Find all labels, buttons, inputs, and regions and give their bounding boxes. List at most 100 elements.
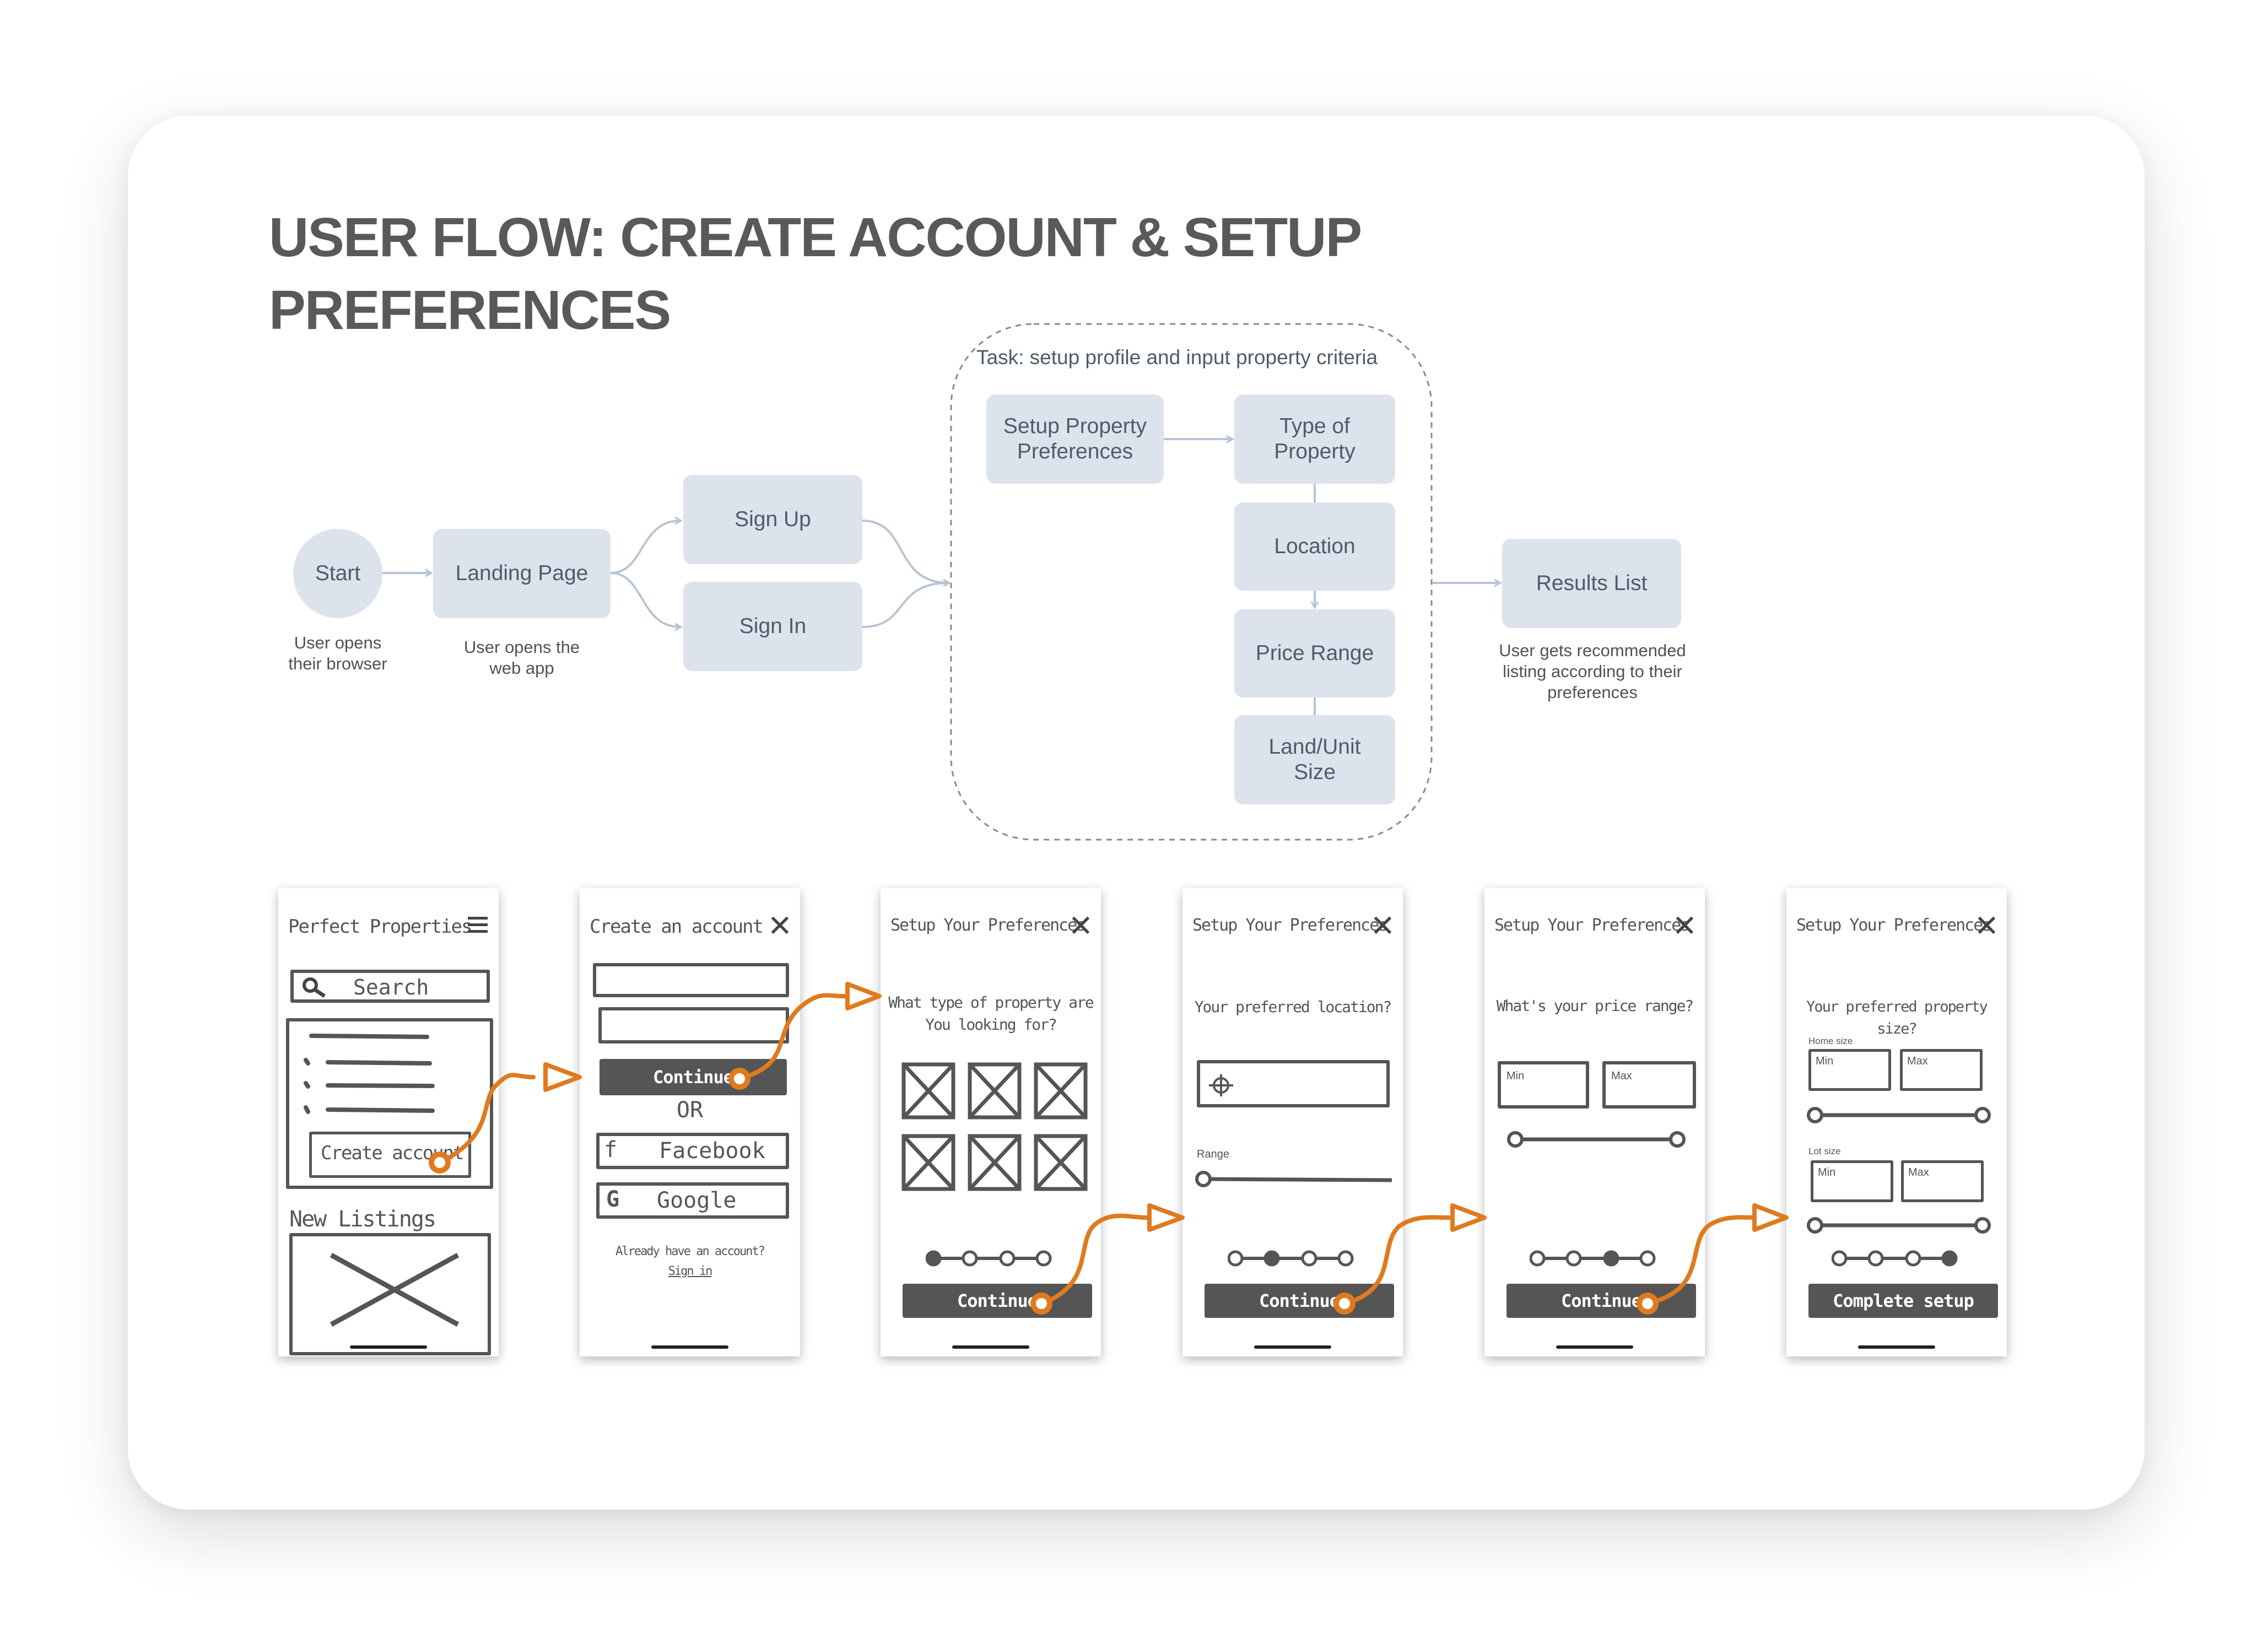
close-icon[interactable]: ✕ <box>1370 909 1395 943</box>
facebook-button[interactable]: f Facebook <box>596 1133 789 1169</box>
property-option <box>968 1134 1022 1191</box>
property-option <box>901 1062 955 1120</box>
max-label: Max <box>1611 1070 1632 1082</box>
step-indicator <box>926 1250 1052 1267</box>
property-option <box>1034 1062 1088 1120</box>
property-option <box>901 1134 955 1191</box>
caption-start: User opens their browser <box>259 632 417 674</box>
min-price-input[interactable]: Min <box>1498 1061 1589 1109</box>
max-price-input[interactable]: Max <box>1602 1061 1696 1109</box>
text-placeholder-lines <box>304 1034 435 1114</box>
google-button[interactable]: G Google <box>596 1182 789 1219</box>
lot-size-label: Lot size <box>1808 1146 1841 1156</box>
title-line-1: USER FLOW: CREATE ACCOUNT & SETUP <box>269 207 1362 268</box>
wireframe-property-size: Setup Your Preferences ✕ Your preferred … <box>1786 888 2007 1356</box>
screen-title: Setup Your Preferences <box>1192 916 1388 935</box>
property-option <box>1034 1134 1088 1191</box>
question: Your preferred location? <box>1194 998 1392 1016</box>
edge-signup-task <box>862 520 949 583</box>
home-indicator <box>1254 1345 1331 1349</box>
caption-landing-line-2: web app <box>489 658 554 678</box>
continue-button[interactable]: Continue <box>600 1059 787 1095</box>
step-indicator <box>1832 1250 1958 1267</box>
min-label: Min <box>1506 1070 1525 1082</box>
wireframe-location: Setup Your Preferences ✕ Your preferred … <box>1182 888 1403 1356</box>
image-placeholder-icon <box>330 1253 460 1327</box>
lot-size-min-input[interactable]: Min <box>1811 1160 1893 1202</box>
caption-landing: User opens the web app <box>433 637 611 679</box>
min-label: Min <box>1816 1055 1834 1067</box>
max-label: Max <box>1908 1166 1929 1178</box>
sign-in-link[interactable]: Sign in <box>668 1264 713 1278</box>
edge-signin-task <box>862 583 949 628</box>
search-placeholder: Search <box>353 975 429 999</box>
step-indicator <box>1530 1250 1656 1267</box>
caption-results-line-3: preferences <box>1547 683 1638 702</box>
max-label: Max <box>1907 1055 1928 1067</box>
property-type-grid[interactable] <box>901 1062 1089 1200</box>
node-price-range: Price Range <box>1234 609 1395 698</box>
new-listings-heading: New Listings <box>289 1207 436 1232</box>
home-indicator <box>1556 1345 1633 1349</box>
hero-card: Create account <box>286 1018 493 1189</box>
question-line-1: What type of property are <box>888 993 1094 1012</box>
password-field[interactable] <box>598 1007 789 1044</box>
lot-size-max-input[interactable]: Max <box>1901 1160 1984 1202</box>
caption-results-line-1: User gets recommended <box>1499 641 1686 660</box>
node-start: Start <box>293 529 382 618</box>
node-sign-up: Sign Up <box>683 475 862 564</box>
home-indicator <box>350 1345 427 1349</box>
step-indicator <box>1228 1250 1354 1267</box>
screen-title: Setup Your Preferences <box>1796 916 1992 935</box>
facebook-icon: f <box>604 1137 618 1163</box>
close-icon[interactable]: ✕ <box>1068 909 1093 943</box>
caption-results: User gets recommended listing according … <box>1455 640 1730 703</box>
home-size-label: Home size <box>1808 1036 1853 1046</box>
home-size-max-input[interactable]: Max <box>1900 1049 1983 1091</box>
or-divider: OR <box>676 1097 704 1123</box>
task-label: Task: setup profile and input property c… <box>976 346 1378 369</box>
question-line-2: You looking for? <box>925 1015 1057 1034</box>
page-title: USER FLOW: CREATE ACCOUNT & SETUP PREFER… <box>269 201 1591 347</box>
caption-start-line-1: User opens <box>294 633 382 652</box>
node-land-unit-size: Land/Unit Size <box>1234 715 1395 804</box>
search-input[interactable]: Search <box>290 970 490 1003</box>
node-location: Location <box>1234 502 1395 591</box>
question: What's your price range? <box>1496 997 1694 1015</box>
close-icon[interactable]: ✕ <box>1974 909 1999 943</box>
google-icon: G <box>606 1187 620 1212</box>
screen-title: Setup Your Preferences <box>1494 916 1690 935</box>
node-landing-page: Landing Page <box>433 529 611 618</box>
node-results-list: Results List <box>1502 539 1681 628</box>
caption-start-line-2: their browser <box>288 654 387 673</box>
home-size-slider[interactable] <box>1806 1104 1994 1126</box>
listing-image-placeholder[interactable] <box>289 1233 491 1355</box>
location-input[interactable] <box>1197 1060 1390 1107</box>
home-indicator <box>1858 1345 1935 1349</box>
home-size-min-input[interactable]: Min <box>1808 1049 1891 1091</box>
hamburger-menu-icon[interactable] <box>467 916 489 934</box>
close-icon[interactable]: ✕ <box>767 909 792 943</box>
email-field[interactable] <box>593 963 789 997</box>
screen-title: Create an account <box>590 916 764 938</box>
search-icon <box>303 977 326 998</box>
complete-setup-button[interactable]: Complete setup <box>1808 1284 1998 1318</box>
continue-button[interactable]: Continue <box>1205 1284 1394 1318</box>
continue-button[interactable]: Continue <box>1506 1284 1696 1318</box>
screen-title: Setup Your Preferences <box>890 916 1086 935</box>
create-account-button[interactable]: Create account <box>309 1132 471 1178</box>
node-setup-preferences: Setup Property Preferences <box>986 394 1164 484</box>
home-indicator <box>651 1345 728 1349</box>
range-slider[interactable] <box>1194 1168 1397 1190</box>
create-account-label: Create account <box>321 1142 465 1164</box>
price-range-slider[interactable] <box>1506 1128 1688 1150</box>
wireframe-home: Perfect Properties Search Create account… <box>278 888 499 1356</box>
lot-size-slider[interactable] <box>1806 1214 1994 1236</box>
continue-button[interactable]: Continue <box>903 1284 1092 1318</box>
close-icon[interactable]: ✕ <box>1672 909 1697 943</box>
wireframe-create-account: Create an account ✕ Continue OR f Facebo… <box>580 888 800 1356</box>
range-label: Range <box>1197 1148 1229 1160</box>
caption-results-line-2: listing according to their <box>1503 662 1682 681</box>
facebook-label: Facebook <box>659 1138 765 1164</box>
